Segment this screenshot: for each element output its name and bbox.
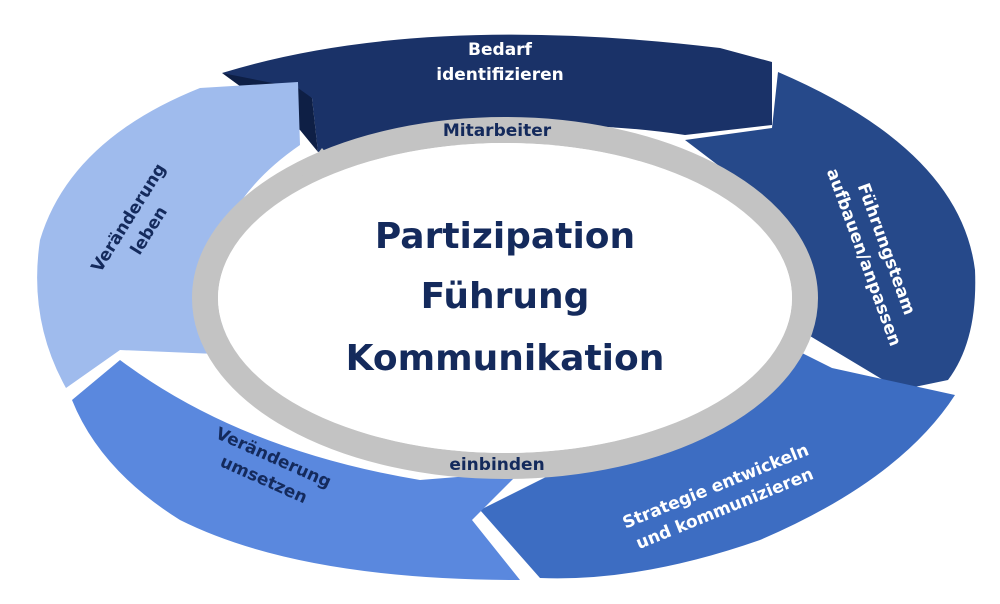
center-area — [218, 143, 792, 453]
center-line-3: Kommunikation — [346, 338, 665, 379]
ring-arrow-notch — [300, 148, 342, 176]
center-line-1: Partizipation — [375, 216, 635, 257]
ring-bottom-label: einbinden — [449, 455, 544, 475]
segment-fuehrungsteam — [685, 72, 976, 390]
segment-umsetzen — [72, 360, 520, 580]
inner-ring — [192, 117, 818, 479]
center-line-2: Führung — [421, 276, 590, 317]
label-bedarf: Bedarf identifizieren — [436, 40, 563, 85]
label-bedarf-line-2: identifizieren — [436, 65, 563, 85]
label-bedarf-line-1: Bedarf — [468, 40, 533, 60]
segment-strategie — [480, 352, 955, 579]
segment-leben — [37, 82, 301, 388]
ring-top-label: Mitarbeiter — [443, 121, 552, 141]
segment-bedarf — [222, 34, 772, 152]
